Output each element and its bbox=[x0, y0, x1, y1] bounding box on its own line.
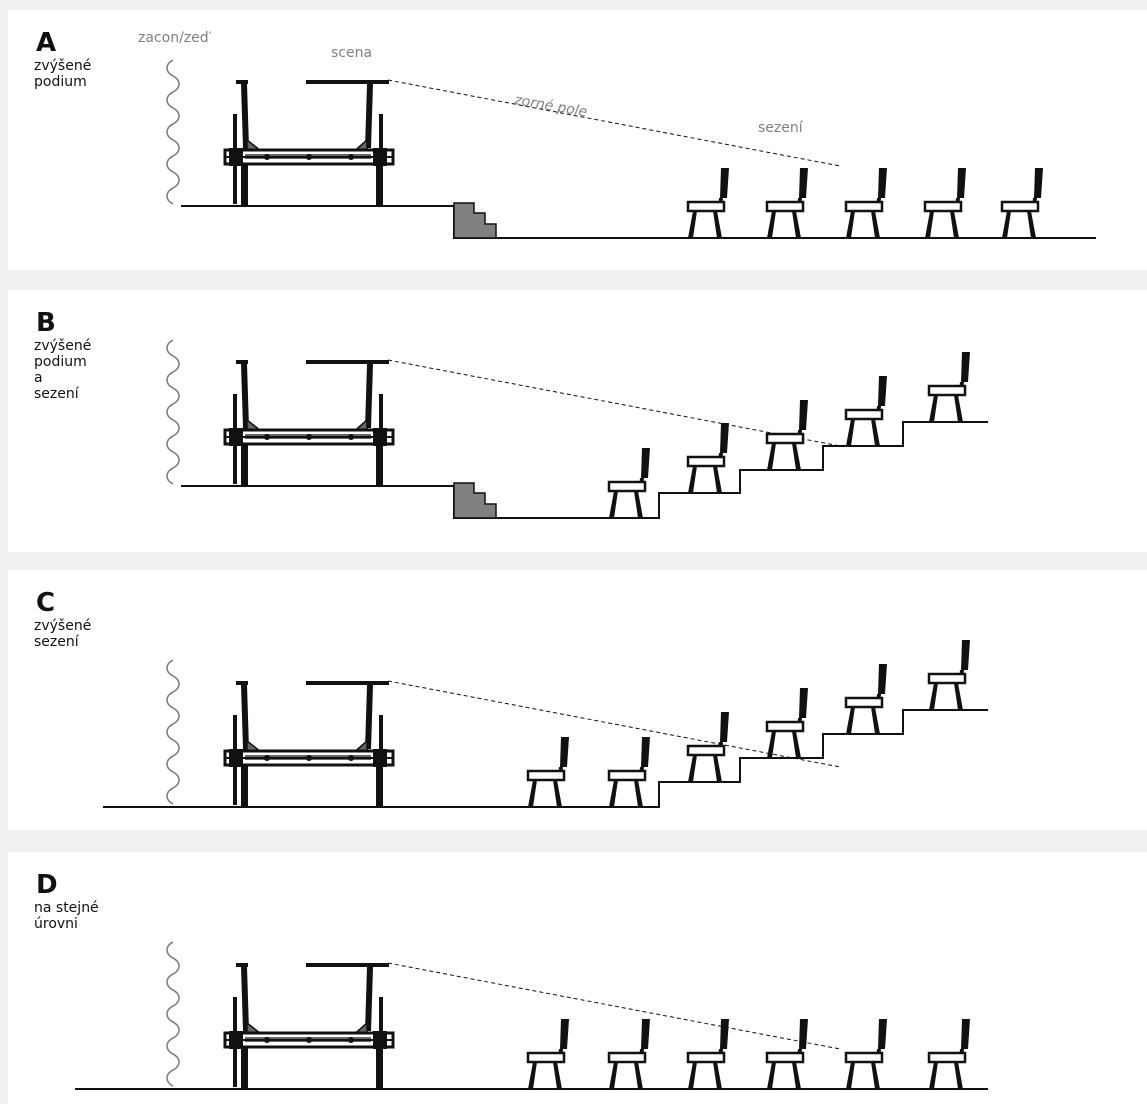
wall-label: zacon/zed′ bbox=[138, 30, 212, 46]
stairs bbox=[453, 482, 497, 519]
panel-description: zvýšené podium a sezení bbox=[34, 338, 124, 402]
panel-letter: D bbox=[36, 870, 58, 900]
stage-label: scena bbox=[331, 45, 373, 61]
chair bbox=[686, 710, 731, 784]
desc-line: a bbox=[34, 370, 43, 386]
seating-label: sezení bbox=[758, 120, 803, 136]
chair bbox=[844, 1017, 889, 1091]
panel-letter: C bbox=[36, 588, 56, 618]
chair bbox=[765, 166, 810, 240]
chair bbox=[607, 446, 652, 520]
desc-line: sezení bbox=[34, 634, 79, 650]
desc-line: na stejné bbox=[34, 900, 99, 916]
chair bbox=[927, 638, 972, 712]
desc-line: podium bbox=[34, 74, 87, 90]
panel-b: B zvýšené podium a sezení bbox=[8, 290, 1147, 552]
chair bbox=[686, 421, 731, 495]
chair bbox=[923, 166, 968, 240]
panel-description: na stejné úrovni bbox=[34, 900, 124, 932]
chair bbox=[844, 374, 889, 448]
chair bbox=[765, 686, 810, 760]
panel-d: D na stejné úrovni bbox=[8, 852, 1147, 1104]
panel-letter: B bbox=[36, 308, 56, 338]
chair bbox=[765, 1017, 810, 1091]
wall-wave bbox=[166, 659, 180, 805]
chair bbox=[1000, 166, 1045, 240]
chair bbox=[927, 350, 972, 424]
panel-description: zvýšené sezení bbox=[34, 618, 124, 650]
chair bbox=[765, 398, 810, 472]
sightline bbox=[387, 962, 841, 1050]
stage bbox=[223, 679, 395, 809]
diagram-c bbox=[103, 638, 988, 809]
panel-a: A zvýšené podium zacon/zed′ scena zorné … bbox=[8, 10, 1147, 270]
chair bbox=[927, 1017, 972, 1091]
panel-letter: A bbox=[36, 28, 57, 58]
stage bbox=[223, 358, 395, 488]
panel-c: C zvýšené sezení bbox=[8, 570, 1147, 830]
chair bbox=[607, 735, 652, 809]
chair bbox=[686, 1017, 731, 1091]
desc-line: zvýšené bbox=[34, 618, 92, 634]
wall-wave bbox=[166, 339, 180, 485]
chair bbox=[607, 1017, 652, 1091]
desc-line: podium bbox=[34, 354, 87, 370]
desc-line: zvýšené bbox=[34, 58, 92, 74]
diagram-a bbox=[166, 59, 1096, 240]
wall-wave bbox=[166, 941, 180, 1087]
desc-line: úrovni bbox=[34, 916, 78, 932]
desc-line: zvýšené bbox=[34, 338, 92, 354]
diagram-b bbox=[166, 339, 988, 520]
chair bbox=[526, 1017, 571, 1091]
panel-description: zvýšené podium bbox=[34, 58, 124, 90]
wall-wave bbox=[166, 59, 180, 205]
chair bbox=[526, 735, 571, 809]
diagram-d bbox=[75, 941, 988, 1091]
stage bbox=[223, 78, 395, 208]
stairs bbox=[453, 202, 497, 239]
chair bbox=[686, 166, 731, 240]
desc-line: sezení bbox=[34, 386, 79, 402]
stage bbox=[223, 961, 395, 1091]
chair bbox=[844, 662, 889, 736]
chair bbox=[844, 166, 889, 240]
floor-line bbox=[103, 709, 988, 808]
